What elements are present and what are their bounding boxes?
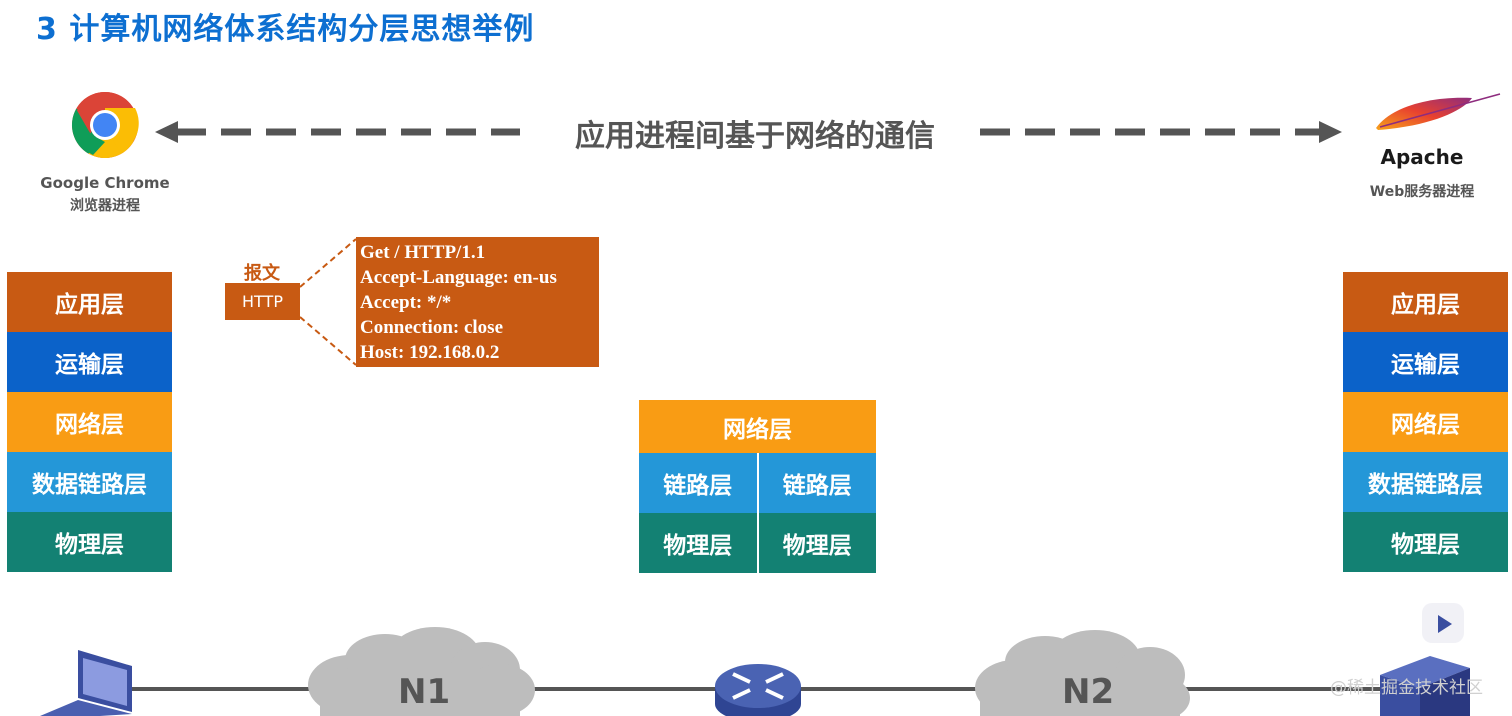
client-physical-layer: 物理层 [7,512,172,572]
client-application-layer: 应用层 [7,272,172,332]
router-left-physical-layer: 物理层 [639,513,757,573]
client-name: Google Chrome [40,174,170,192]
network-n1-label: N1 [398,672,451,712]
message-line: Accept-Language: en-us [360,267,557,288]
slide-title: 3 计算机网络体系结构分层思想举例 [36,12,535,47]
message-line: Accept: */* [360,292,452,313]
dashed-bidirectional-arrow [150,115,1350,149]
apache-feather-icon [1372,92,1502,137]
watermark: @稀土掘金技术社区 [1330,678,1483,698]
server-application-layer: 应用层 [1343,272,1508,332]
callout-connector [298,237,358,367]
message-line: Get / HTTP/1.1 [360,242,486,263]
server-transport-layer: 运输层 [1343,332,1508,392]
router-right-link-layer: 链路层 [756,453,876,513]
server-datalink-layer: 数据链路层 [1343,452,1508,512]
laptop-icon [40,630,135,716]
router-protocol-stack: 网络层 链路层 链路层 物理层 物理层 [639,400,876,573]
message-line: Connection: close [360,317,504,338]
network-topology: N1 N2 [0,620,1512,716]
message-label: 报文 [244,263,280,284]
client-transport-layer: 运输层 [7,332,172,392]
server-protocol-stack: 应用层 运输层 网络层 数据链路层 物理层 [1343,272,1508,572]
router-right-physical-layer: 物理层 [756,513,876,573]
server-physical-layer: 物理层 [1343,512,1508,572]
video-play-icon[interactable] [1420,595,1466,645]
http-protocol-box: HTTP [225,283,300,320]
client-network-layer: 网络层 [7,392,172,452]
message-line: Host: 192.168.0.2 [360,342,500,363]
server-name: Apache [1380,145,1464,169]
router-icon [715,664,801,716]
network-n2-label: N2 [1062,672,1115,712]
router-network-layer: 网络层 [639,400,876,453]
chrome-icon [71,91,139,159]
server-subtitle: Web服务器进程 [1369,184,1475,200]
client-datalink-layer: 数据链路层 [7,452,172,512]
communication-caption: 应用进程间基于网络的通信 [575,119,935,154]
router-left-link-layer: 链路层 [639,453,757,513]
server-network-layer: 网络层 [1343,392,1508,452]
http-message-box: Get / HTTP/1.1 Accept-Language: en-us Ac… [356,237,599,367]
client-protocol-stack: 应用层 运输层 网络层 数据链路层 物理层 [7,272,172,572]
client-subtitle: 浏览器进程 [70,198,140,214]
